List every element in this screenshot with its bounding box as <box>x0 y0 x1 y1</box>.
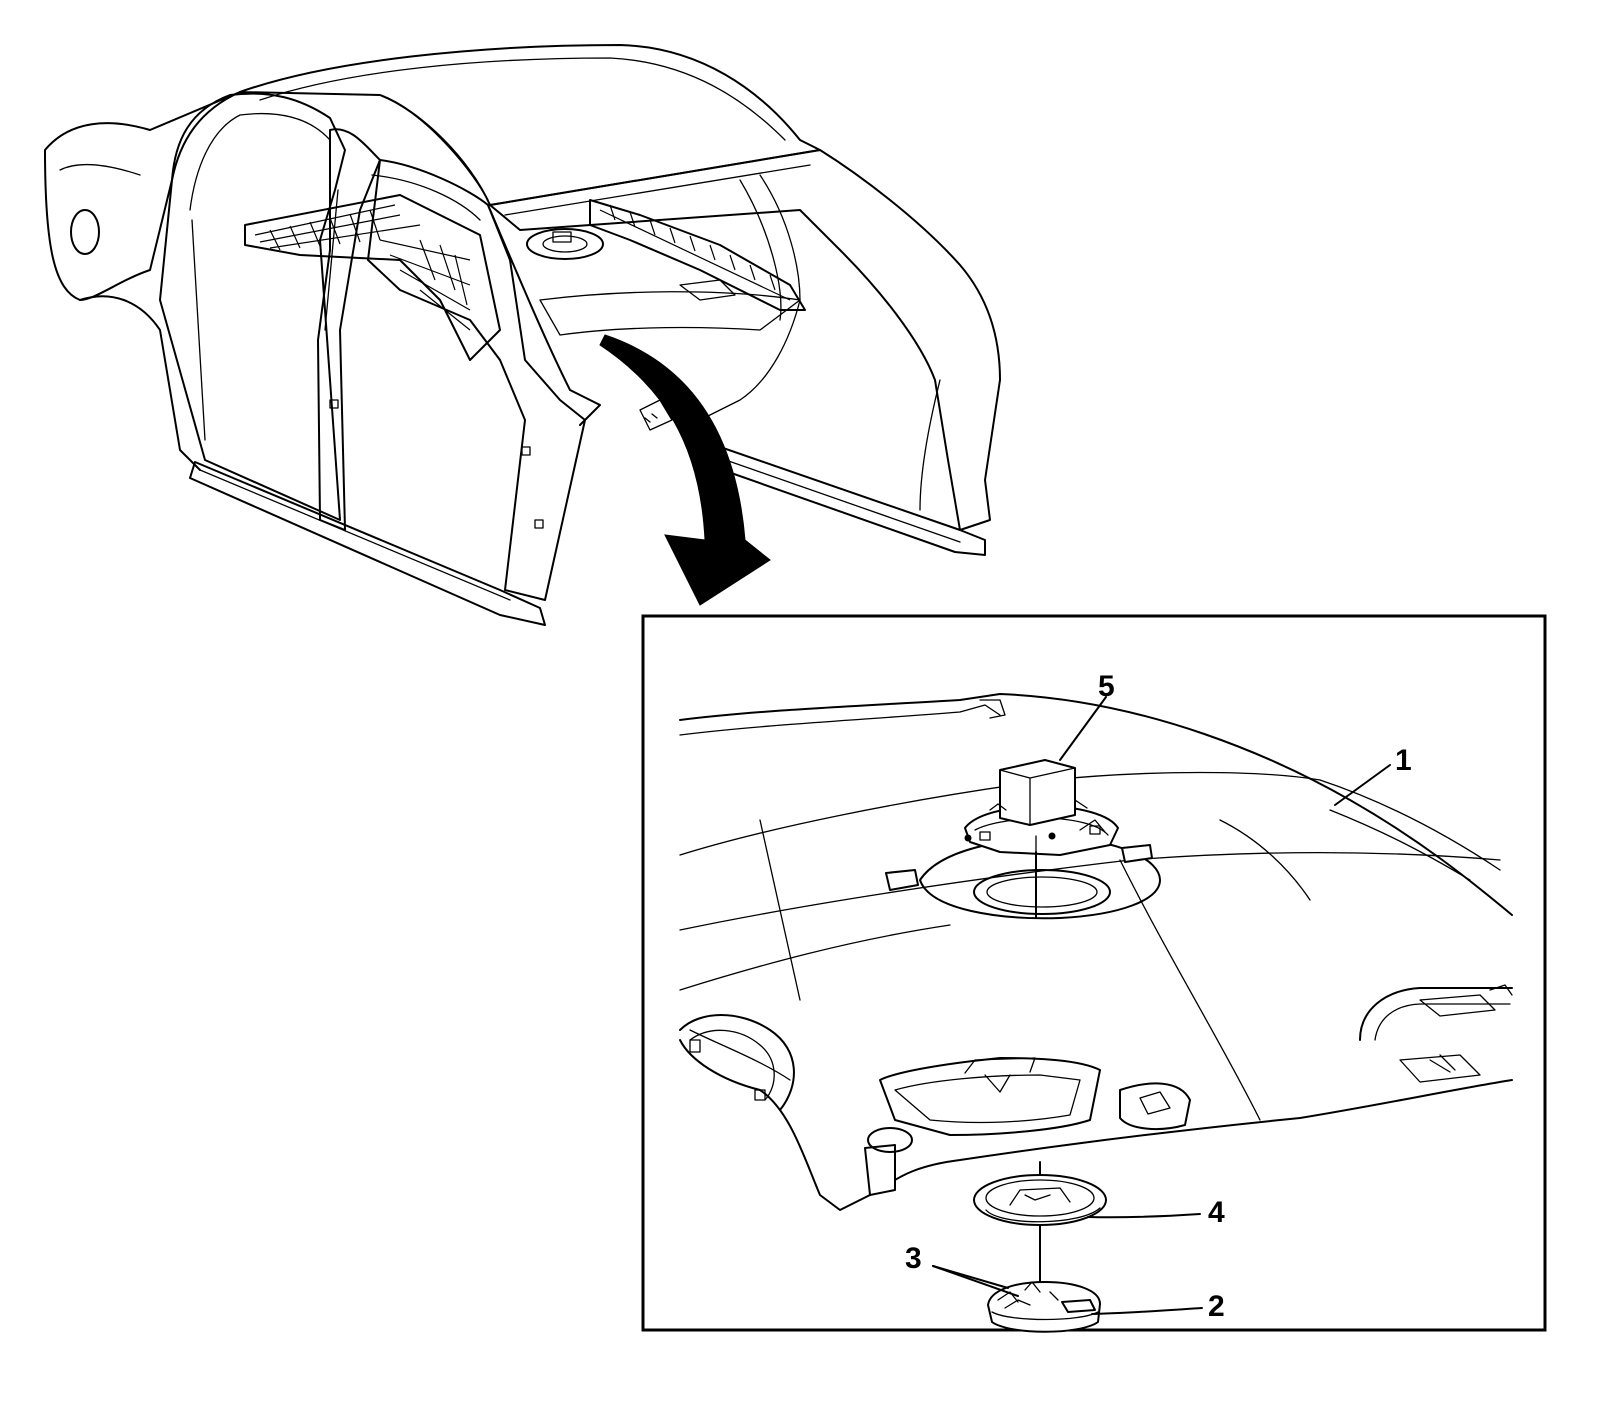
callout-5: 5 <box>1098 670 1115 703</box>
callout-1: 1 <box>1395 744 1412 777</box>
roof-bow-mesh <box>244 194 806 361</box>
callout-4: 4 <box>1208 1196 1225 1229</box>
sensor-module <box>964 759 1119 856</box>
bezel-ring <box>973 1174 1107 1226</box>
overview-headliner-outline <box>526 228 801 431</box>
vehicle-body-outline <box>44 44 1001 626</box>
callout-3: 3 <box>905 1242 922 1275</box>
detail-inset <box>641 614 1547 1332</box>
detail-arrow <box>599 334 771 606</box>
callouts: 1 2 3 4 5 <box>905 670 1412 1323</box>
callout-2: 2 <box>1208 1290 1225 1323</box>
retainer <box>987 1281 1101 1333</box>
headliner <box>679 693 1513 1211</box>
leader-lines <box>932 696 1391 1315</box>
